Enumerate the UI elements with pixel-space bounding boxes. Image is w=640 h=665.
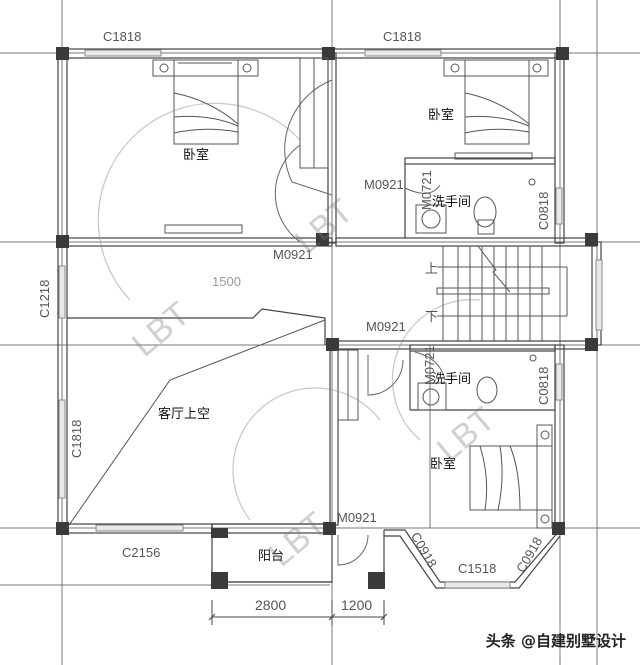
dimension-2800: 2800 xyxy=(255,597,287,613)
window-code-west-upper: C1218 xyxy=(37,279,52,318)
dimension-lines xyxy=(208,600,388,625)
door-code-bath-south: M0721 xyxy=(422,345,437,385)
footer-credit: 头条 @自建别墅设计 xyxy=(485,632,626,650)
room-label-bath-north: 洗手间 xyxy=(432,195,472,210)
hidden-dimension-label: 1500 xyxy=(212,274,241,289)
windows xyxy=(58,49,603,589)
window-code-west-lower: C1818 xyxy=(69,419,84,458)
columns xyxy=(56,47,598,589)
room-label-living-void: 客厅上空 xyxy=(158,407,211,422)
wardrobe xyxy=(299,57,359,421)
stair-up-label: 上 xyxy=(425,261,439,276)
door-code-nw-bedroom: M0921 xyxy=(273,247,313,262)
beds xyxy=(152,59,553,529)
stair-down-label: 下 xyxy=(425,309,439,324)
door-code-ne-bedroom: M0921 xyxy=(364,177,404,192)
stairs xyxy=(436,245,568,341)
door-code-corridor: M0921 xyxy=(366,319,406,334)
window-code-ne-top: C1818 xyxy=(383,29,422,44)
door-code-se-bedroom: M0921 xyxy=(337,510,377,525)
void-outline xyxy=(66,319,326,529)
room-label-bedroom-nw: 卧室 xyxy=(183,148,210,163)
room-label-bath-south: 洗手间 xyxy=(432,372,472,387)
watermark-arcs xyxy=(97,102,481,521)
window-code-bay-center: C1518 xyxy=(458,561,497,576)
door-code-bath-north: M0721 xyxy=(419,170,434,210)
room-label-bedroom-ne: 卧室 xyxy=(428,108,455,123)
window-code-bath-south: C0818 xyxy=(536,366,551,405)
dimension-1200: 1200 xyxy=(341,597,373,613)
room-label-bedroom-se: 卧室 xyxy=(430,457,457,472)
window-code-south-living: C2156 xyxy=(122,545,161,560)
window-code-bath-north: C0818 xyxy=(536,191,551,230)
doors xyxy=(274,79,446,566)
window-code-nw-top: C1818 xyxy=(103,29,142,44)
room-label-balcony: 阳台 xyxy=(258,549,285,564)
bathroom-fixtures xyxy=(415,178,537,411)
